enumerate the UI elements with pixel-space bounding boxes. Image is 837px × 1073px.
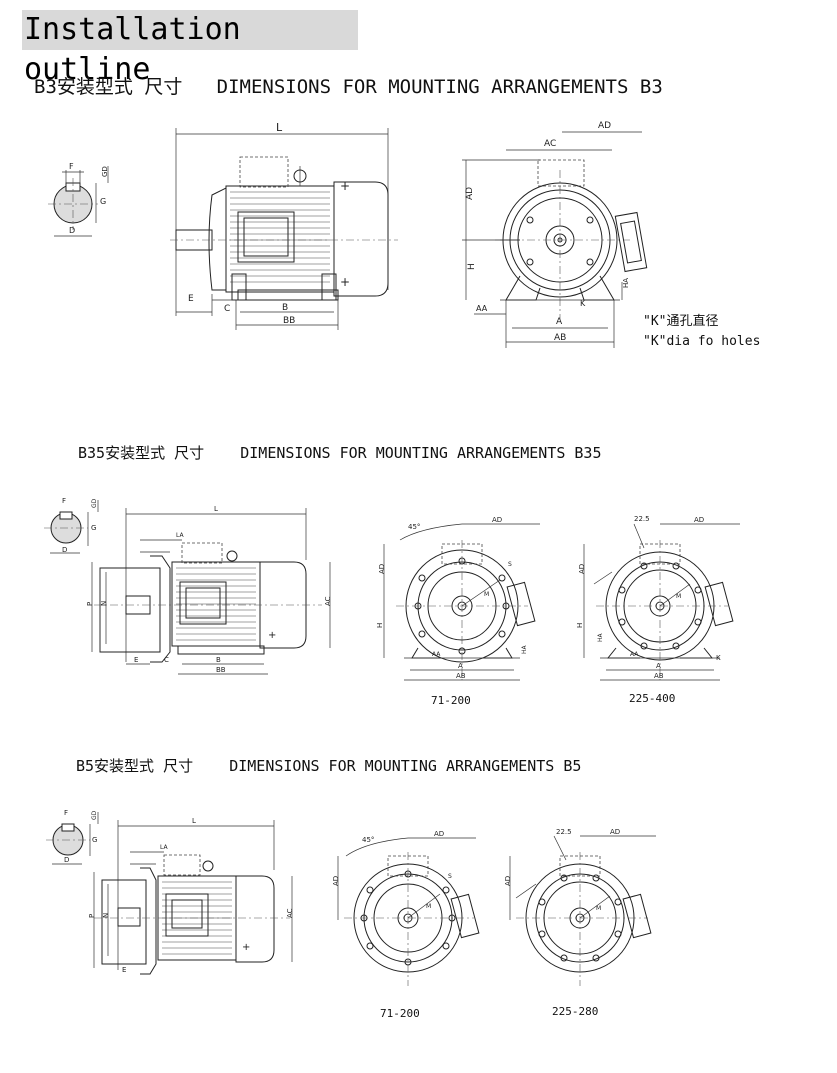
svg-text:+: + [268, 630, 276, 641]
b35-label-M: M [484, 591, 489, 598]
section-title-b5: B5安装型式 尺寸 DIMENSIONS FOR MOUNTING ARRANG… [76, 757, 582, 775]
label-G: G [100, 197, 106, 206]
label-F: F [69, 162, 74, 171]
b5-label-22: 22.5 [556, 828, 572, 836]
b35-front-view-225-400: 22.5 AD AD H HA M AA A AB K [576, 515, 740, 681]
b35r-label-H: H [576, 623, 584, 628]
b5-label-P: P [88, 914, 96, 918]
b5-label-N: N [102, 913, 110, 918]
b5-label-AD: AD [434, 830, 444, 838]
b35-label-LA: LA [176, 532, 184, 539]
b3-front-view: AD AC AD H AA A AB K HA [462, 121, 648, 348]
b35r-label-A: A [656, 662, 661, 670]
k-hole-note-en: "K"dia fo holes [643, 334, 761, 349]
b5-label-M: M [426, 903, 431, 910]
b5-front-view-71-200: 45° AD AD S M [332, 830, 480, 986]
b5-label-F: F [64, 809, 68, 817]
b35-label-P: P [86, 602, 94, 606]
b35-label-G: G [91, 524, 96, 532]
label-AA: AA [476, 304, 488, 313]
b5r-label-AD-vert: AD [504, 876, 512, 886]
b35r-label-AD-vert: AD [578, 564, 586, 574]
b5-label-E: E [122, 966, 126, 974]
label-C: C [224, 304, 230, 314]
b35-label-AD: AD [492, 516, 502, 524]
k-hole-note-cn: "K"通孔直径 [643, 314, 719, 329]
b35-label-AA: AA [432, 651, 441, 658]
b35-label-A: A [458, 662, 463, 670]
label-BB: BB [283, 316, 295, 326]
b5-label-L: L [192, 817, 196, 825]
b35-label-AC: AC [324, 596, 332, 606]
b35r-label-AD: AD [694, 516, 704, 524]
b5-label-D: D [64, 856, 69, 864]
b35-label-AB: AB [456, 672, 466, 680]
b5-label-AD-vert: AD [332, 876, 340, 886]
label-AB: AB [554, 333, 566, 343]
b35-label-L: L [214, 505, 218, 513]
label-A: A [556, 317, 563, 327]
b5-label-G: G [92, 836, 97, 844]
b35-label-S: S [508, 561, 512, 568]
b35-side-view: L + LA P N [86, 505, 332, 675]
b5-label-GD: GD [91, 810, 98, 820]
b35r-label-AA: AA [630, 651, 639, 658]
svg-text:+: + [340, 179, 350, 193]
b35-label-HA: HA [521, 644, 528, 654]
b35-label-GD: GD [91, 498, 98, 508]
label-E: E [188, 294, 194, 304]
b35-label-C: C [164, 656, 169, 664]
b5r-label-M: M [596, 905, 601, 912]
section-title-b3: B3安装型式 尺寸 DIMENSIONS FOR MOUNTING ARRANG… [34, 76, 663, 98]
section-title-b35: B35安装型式 尺寸 DIMENSIONS FOR MOUNTING ARRAN… [78, 444, 602, 462]
page-title: Installation outline [22, 10, 358, 87]
caption-b5-right: 225-280 [552, 1005, 599, 1018]
b35-label-45: 45° [408, 523, 420, 531]
caption-b35-left: 71-200 [431, 694, 471, 707]
caption-b35-right: 225-400 [629, 692, 676, 705]
label-D: D [69, 226, 75, 235]
label-AC: AC [544, 139, 556, 149]
b5r-label-AD: AD [610, 828, 620, 836]
b35-label-D: D [62, 546, 67, 554]
b5-label-S: S [448, 873, 452, 880]
b35-label-AD-vert: AD [378, 564, 386, 574]
b35-label-H: H [376, 623, 384, 628]
b5-shaft-section: F GD G D [46, 809, 99, 865]
b35-label-22: 22.5 [634, 515, 650, 523]
label-GD: GD [101, 166, 109, 177]
label-AD-vert: AD [465, 187, 475, 200]
b5-label-AC: AC [286, 908, 294, 918]
b35-label-N: N [100, 601, 108, 606]
b35-label-B: B [216, 656, 221, 664]
b35-front-view-71-200: 45° AD AD H S M AA A AB HA [376, 516, 540, 681]
b35-label-E: E [134, 656, 138, 664]
caption-b5-left: 71-200 [380, 1007, 420, 1020]
label-L: L [276, 121, 283, 134]
b35r-label-M: M [676, 593, 681, 600]
b5-label-LA: LA [160, 844, 168, 851]
b5-label-45: 45° [362, 836, 374, 844]
b35r-label-K: K [716, 654, 721, 662]
b35r-label-HA: HA [597, 632, 604, 642]
label-AD: AD [598, 121, 611, 131]
label-HA: HA [622, 278, 630, 288]
b3-shaft-section: F GD G D [48, 162, 109, 237]
b5-front-view-225-280: 22.5 AD AD M [504, 828, 656, 986]
label-K: K [580, 299, 586, 308]
b5-side-view: L + LA P N AC E [88, 817, 294, 975]
label-B: B [282, 303, 288, 313]
svg-text:+: + [242, 942, 250, 953]
b35r-label-AB: AB [654, 672, 664, 680]
b3-fins [230, 191, 330, 283]
label-H: H [467, 263, 477, 270]
b3-side-view: L + + [170, 121, 398, 330]
b35-label-BB: BB [216, 666, 226, 674]
b35-label-F: F [62, 497, 66, 505]
svg-text:+: + [340, 275, 350, 289]
b35-shaft-section: F GD G D [44, 497, 99, 554]
